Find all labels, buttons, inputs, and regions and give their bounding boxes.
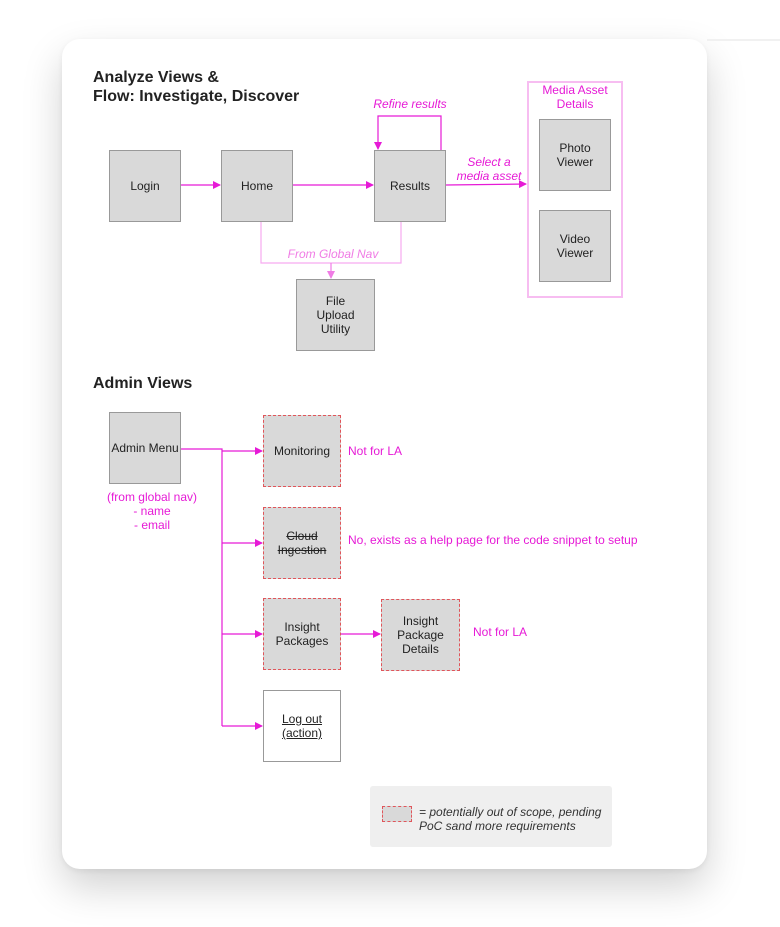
monitoring-node: Monitoring [263, 415, 341, 487]
home-node: Home [221, 150, 293, 222]
monitoring-note: Not for LA [348, 444, 403, 458]
legend-dashed-swatch [382, 806, 412, 822]
admin-menu-note: (from global nav) - name - email [106, 490, 198, 532]
arrow-refine-loop [374, 115, 442, 150]
results-node: Results [374, 150, 446, 222]
legend: = potentially out of scope, pending PoC … [370, 786, 612, 847]
admin-menu-node: Admin Menu [109, 412, 181, 484]
legend-text: = potentially out of scope, pending PoC … [419, 805, 602, 833]
cloud-ingestion-label: Cloud Ingestion [277, 529, 327, 557]
insight-details-note: Not for LA [473, 625, 528, 639]
login-node: Login [109, 150, 181, 222]
insight-packages-node: Insight Packages [263, 598, 341, 670]
cloud-ingestion-note: No, exists as a help page for the code s… [348, 533, 638, 547]
logout-node[interactable]: Log out (action) [263, 690, 341, 762]
analyze-views-title: Analyze Views & Flow: Investigate, Disco… [93, 69, 300, 105]
file-upload-node: File Upload Utility [296, 279, 375, 351]
photo-viewer-node: Photo Viewer [539, 119, 611, 191]
select-media-label: Select a media asset [456, 155, 522, 183]
global-nav-label: From Global Nav [287, 247, 379, 261]
arrow-select-media [445, 180, 527, 189]
insight-package-details-node: Insight Package Details [381, 599, 460, 671]
video-viewer-node: Video Viewer [539, 210, 611, 282]
admin-views-title: Admin Views [93, 375, 193, 392]
logout-label[interactable]: Log out (action) [281, 712, 323, 740]
refine-results-label: Refine results [373, 97, 447, 111]
cloud-ingestion-node: Cloud Ingestion [263, 507, 341, 579]
top-stripe [707, 39, 780, 41]
media-asset-title: Media Asset Details [542, 83, 608, 111]
